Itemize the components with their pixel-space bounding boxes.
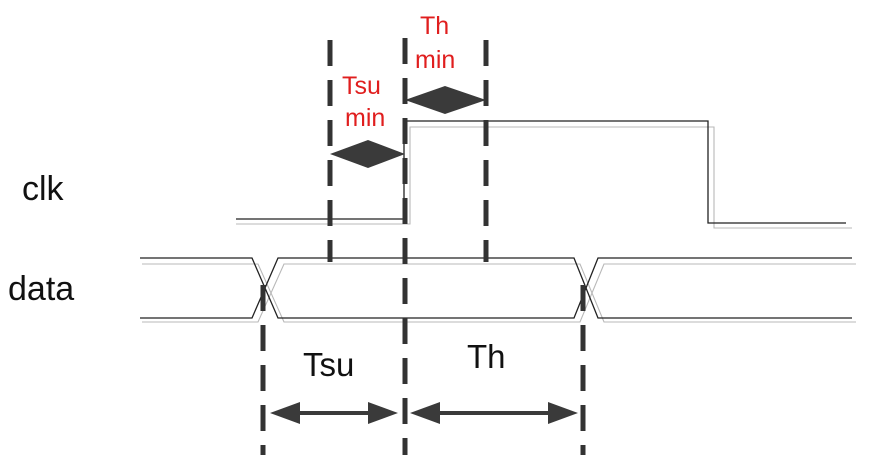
tsu-min-label-line2: min <box>345 104 385 132</box>
th-min-arrow <box>405 86 486 114</box>
data-waveform <box>140 257 852 319</box>
th-min-label-line2: min <box>415 46 455 74</box>
tsu-label: Tsu <box>303 346 354 383</box>
tsu-min-arrow <box>330 140 405 168</box>
data-label: data <box>8 270 74 308</box>
tsu-min-label-line1: Tsu <box>342 72 381 100</box>
th-double-arrow <box>410 402 578 424</box>
clk-label: clk <box>22 170 65 208</box>
th-label: Th <box>467 338 506 375</box>
tsu-double-arrow <box>270 402 398 424</box>
clk-waveform <box>236 120 846 224</box>
data-waveform-shadow <box>142 263 856 323</box>
th-min-label-line1: Th <box>420 12 449 40</box>
clk-waveform-shadow <box>236 126 852 229</box>
